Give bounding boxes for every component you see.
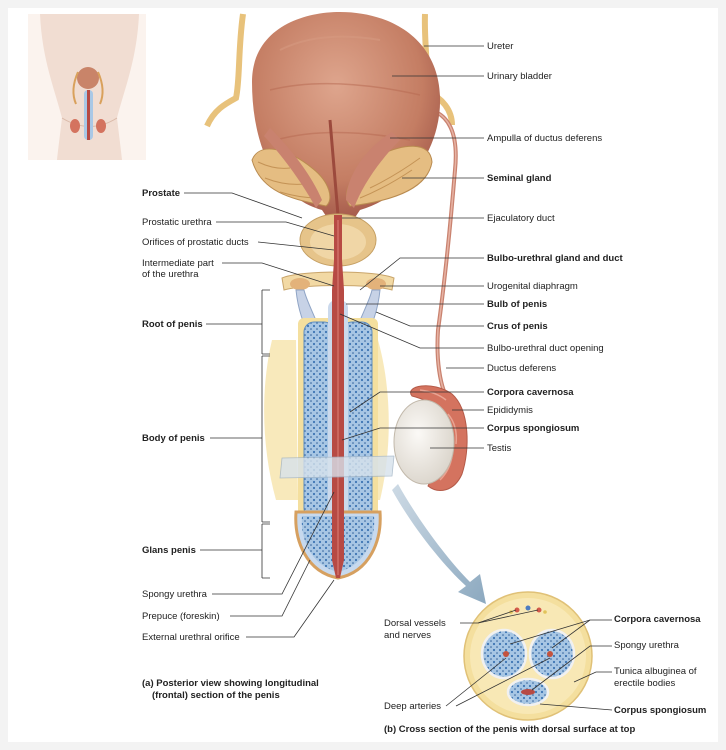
label-urinary-bladder: Urinary bladder <box>487 71 552 82</box>
label-intermediate-part-2: of the urethra <box>142 269 199 280</box>
leader-lines <box>184 45 613 711</box>
label-bulbo-urethral-gland: Bulbo-urethral gland and duct <box>487 253 623 264</box>
label-prostatic-urethra: Prostatic urethra <box>142 217 212 228</box>
label-prostate: Prostate <box>142 188 181 199</box>
label-external-urethral-orifice: External urethral orifice <box>142 632 240 643</box>
cross-section <box>463 591 593 721</box>
section-arrow <box>392 484 486 604</box>
label-crus-of-penis: Crus of penis <box>487 321 548 332</box>
testis <box>393 399 455 485</box>
ductus-deferens <box>434 110 458 399</box>
body-thumbnail <box>28 14 146 160</box>
label-bulbo-urethral-duct-opening: Bulbo-urethral duct opening <box>487 343 604 354</box>
label-cs-corpora-cavernosa: Corpora cavernosa <box>614 614 701 625</box>
label-corpora-cavernosa: Corpora cavernosa <box>487 387 574 398</box>
label-dorsal-vessels-2: and nerves <box>384 630 432 641</box>
label-orifices-prostatic-ducts: Orifices of prostatic ducts <box>142 237 249 248</box>
label-tunica-albuginea-2: erectile bodies <box>614 678 676 689</box>
label-spongy-urethra: Spongy urethra <box>142 589 207 600</box>
label-root-of-penis: Root of penis <box>142 319 203 330</box>
label-cs-corpus-spongiosum: Corpus spongiosum <box>614 705 707 716</box>
label-glans-penis: Glans penis <box>142 545 196 556</box>
label-ampulla: Ampulla of ductus deferens <box>487 133 603 144</box>
caption-a-line2: (frontal) section of the penis <box>152 690 280 701</box>
label-urogenital-diaphragm: Urogenital diaphragm <box>487 281 578 292</box>
caption-b: (b) Cross section of the penis with dors… <box>384 724 636 735</box>
section-plane <box>279 455 395 479</box>
label-ejaculatory-duct: Ejaculatory duct <box>487 213 555 224</box>
label-corpus-spongiosum: Corpus spongiosum <box>487 423 580 434</box>
label-deep-arteries: Deep arteries <box>384 701 442 712</box>
label-dorsal-vessels-1: Dorsal vessels <box>384 618 446 629</box>
label-testis: Testis <box>487 443 512 454</box>
label-epididymis: Epididymis <box>487 405 533 416</box>
label-cs-spongy-urethra: Spongy urethra <box>614 640 679 651</box>
ampulla-left <box>264 128 322 208</box>
label-prepuce: Prepuce (foreskin) <box>142 611 220 622</box>
ureter-left <box>204 13 246 128</box>
caption-a-line1: (a) Posterior view showing longitudinal <box>142 678 319 689</box>
label-body-of-penis: Body of penis <box>142 433 205 444</box>
label-intermediate-part-1: Intermediate part <box>142 258 214 269</box>
ampulla-right <box>346 132 400 208</box>
label-ductus-deferens: Ductus deferens <box>487 363 557 374</box>
label-tunica-albuginea-1: Tunica albuginea of <box>614 666 697 677</box>
label-ureter: Ureter <box>487 41 514 52</box>
label-seminal-gland: Seminal gland <box>487 173 552 184</box>
label-bulb-of-penis: Bulb of penis <box>487 299 548 310</box>
